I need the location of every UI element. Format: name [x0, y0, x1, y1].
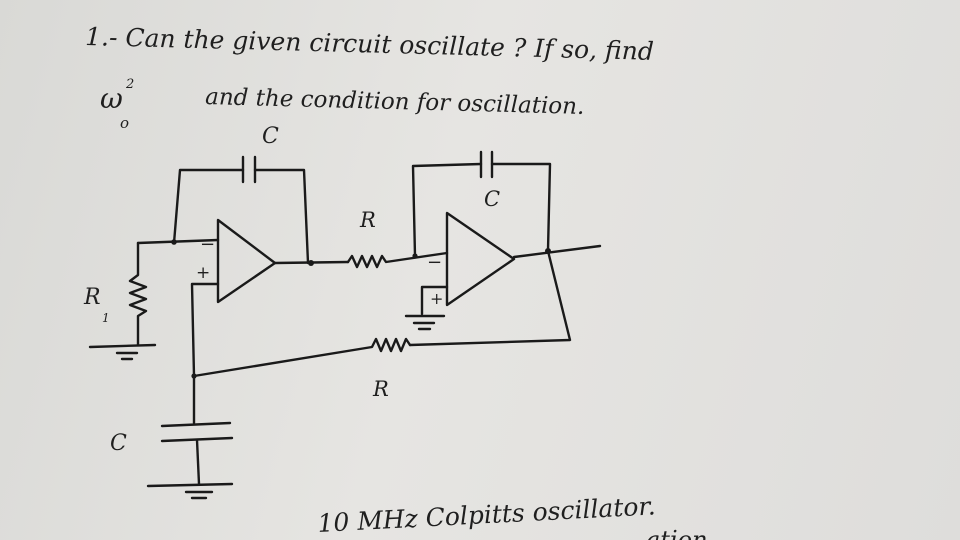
feedback-wire-1: [172, 168, 310, 265]
omega-zero-squared: ω 2 o: [100, 77, 134, 132]
ground-bottom: [146, 482, 234, 500]
resistor-r1-sub: 1: [102, 311, 110, 325]
resistor-r1: [128, 241, 148, 347]
svg-text:o: o: [120, 114, 129, 132]
cap-bottom-plates: [160, 421, 234, 443]
circuit-diagram: − + − + C R 1 R C: [83, 124, 602, 500]
opamp-2: [445, 211, 516, 307]
node-out-1: [308, 260, 314, 266]
opamp-2-minus: −: [427, 252, 442, 273]
cap-bottom-wire: [195, 438, 201, 486]
resistor-mid-label: R: [359, 208, 376, 232]
svg-text:ω: ω: [100, 82, 123, 115]
ground-r1: [88, 343, 157, 361]
feedback-return-wire: [408, 249, 572, 347]
resistor-bottom: [192, 337, 412, 378]
ground-opamp2: [404, 314, 446, 331]
svg-text:2: 2: [125, 77, 134, 92]
resistor-bottom-label: R: [372, 377, 389, 401]
cap-plates-top-left: [241, 155, 257, 184]
opamp-1-plus: +: [196, 263, 210, 283]
resistor-r1-label: R: [83, 285, 101, 310]
opamp-1-noninv-wire: [190, 282, 220, 425]
cap-top-right-label: C: [484, 187, 500, 211]
problem-line-2: and the condition for oscillation.: [205, 84, 585, 120]
node-bottom: [191, 373, 197, 379]
cap-bottom-label: C: [110, 431, 127, 456]
cap-plates-top-right: [479, 150, 494, 179]
opamp-1: [216, 218, 277, 304]
opamp-2-output-wire: [512, 244, 602, 259]
opamp-2-noninv-wire: [420, 285, 449, 316]
next-problem-partial: ation: [646, 526, 708, 540]
opamp-1-inverting-wire: [136, 238, 220, 245]
next-problem-text: 10 MHz Colpitts oscillator.: [317, 491, 656, 538]
opamp-1-minus: −: [200, 234, 215, 255]
feedback-wire-2: [411, 162, 552, 258]
opamp-2-plus: +: [430, 289, 443, 308]
resistor-mid: [346, 251, 449, 269]
problem-line-1: 1.- Can the given circuit oscillate ? If…: [85, 22, 654, 66]
node-inv-1: [171, 239, 177, 245]
cap-top-left-label: C: [262, 124, 279, 149]
